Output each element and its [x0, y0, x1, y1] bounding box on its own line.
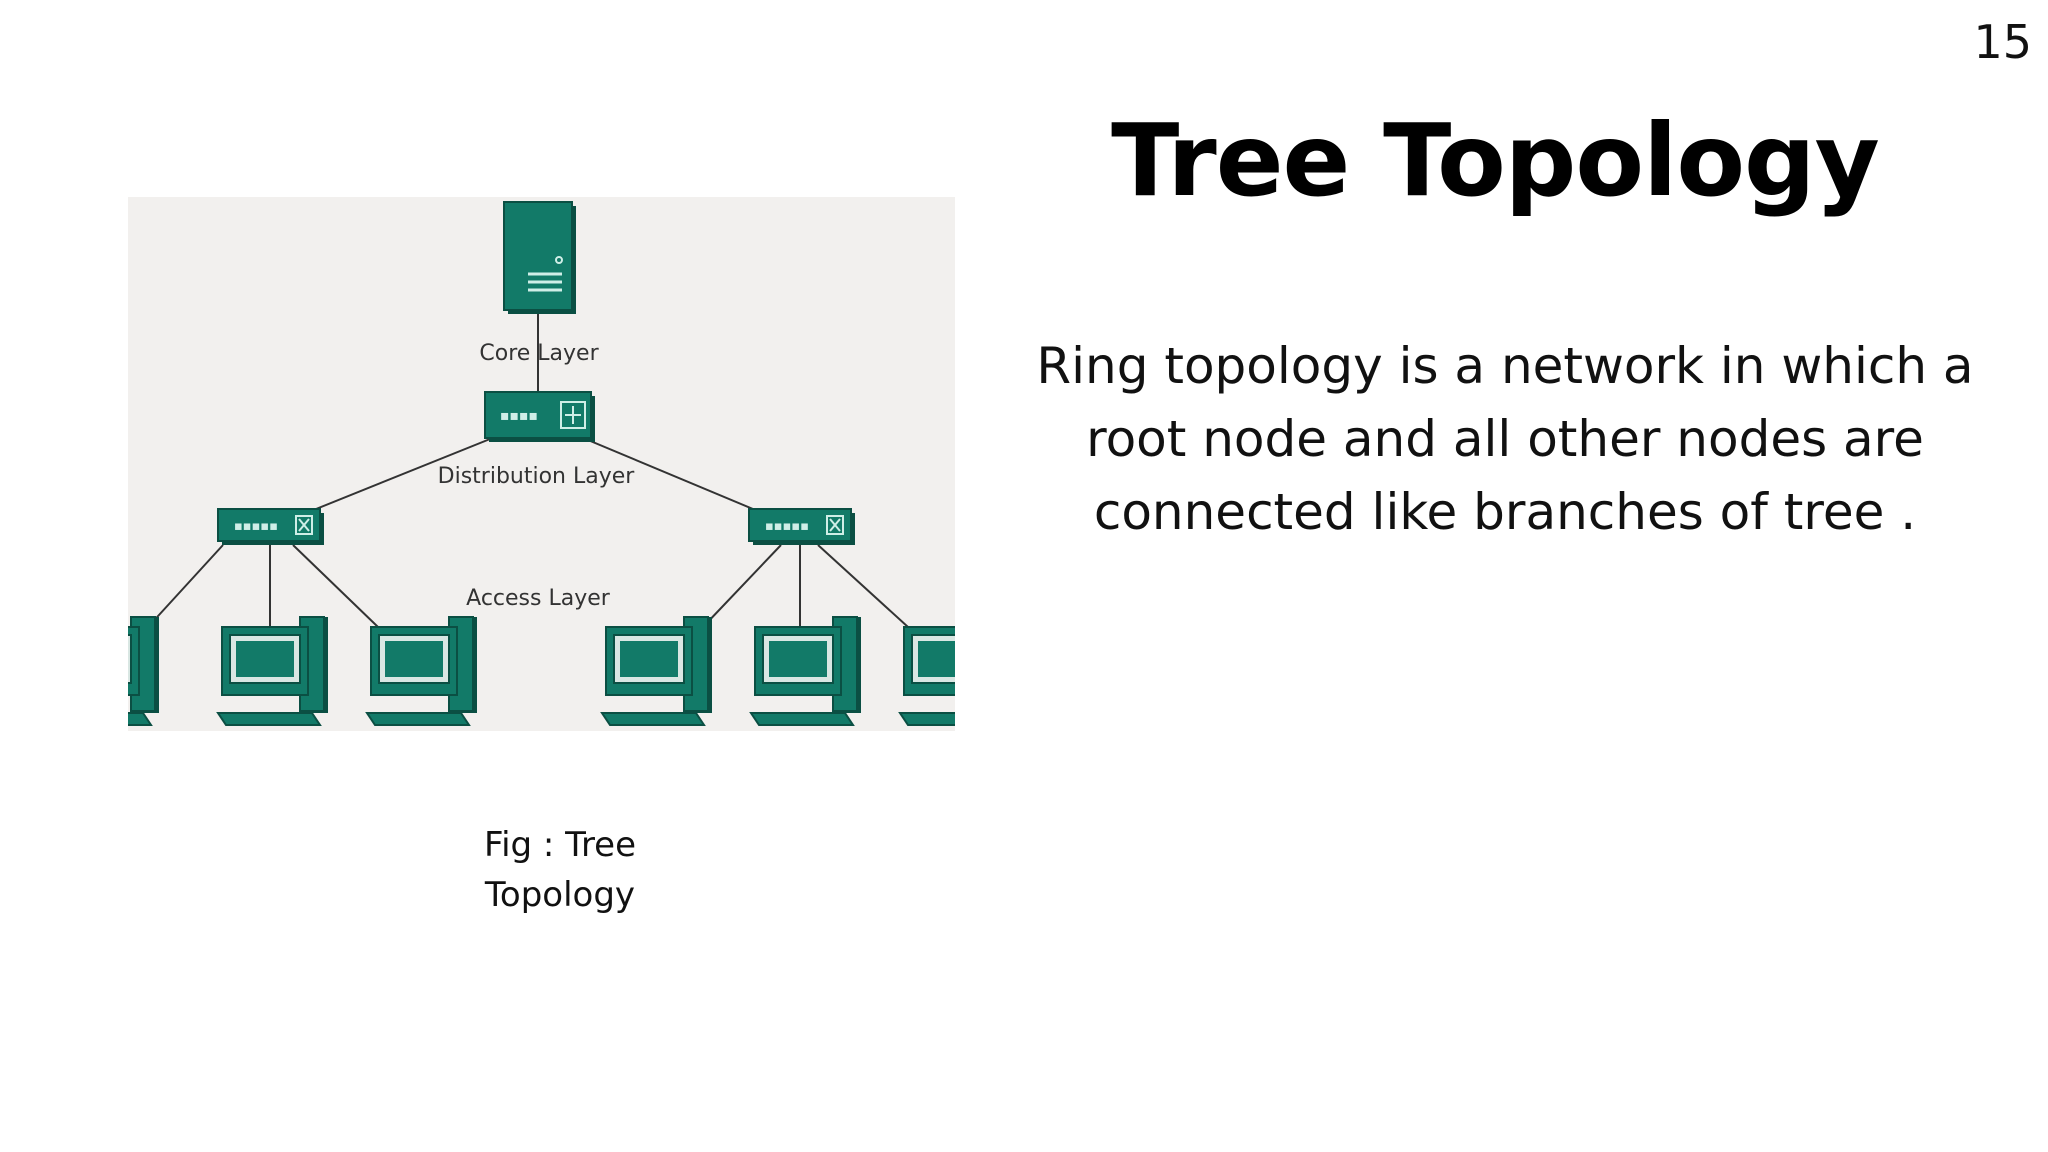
- figure-caption-line-2: Topology: [484, 875, 636, 915]
- workstation-icon: [898, 626, 955, 726]
- slide-body-text: Ring topology is a network in which a ro…: [1036, 337, 1974, 541]
- svg-text:▪▪▪▪▪: ▪▪▪▪▪: [765, 519, 809, 534]
- access-layer-label: Access Layer: [466, 586, 611, 611]
- svg-text:▪▪▪▪: ▪▪▪▪: [500, 408, 538, 424]
- link-left-switch-to-pc-1: [147, 544, 224, 628]
- link-lines: [147, 307, 909, 628]
- left-access-switch-icon: ▪▪▪▪▪: [217, 508, 324, 545]
- distribution-layer-label: Distribution Layer: [438, 464, 636, 489]
- link-distribution-to-left-access-switch: [315, 434, 501, 510]
- core-layer-label: Core Layer: [479, 341, 599, 366]
- link-right-switch-to-pc-4: [702, 544, 782, 628]
- workstation-icon: [600, 616, 712, 726]
- page-number: 15: [1973, 15, 2032, 69]
- slide-title: Tree Topology: [1111, 102, 1880, 219]
- workstations: [128, 616, 955, 726]
- right-access-switch-icon: ▪▪▪▪▪: [748, 508, 855, 545]
- workstation-icon: [128, 616, 159, 726]
- diagram-canvas: Core Layer ▪▪▪▪ Distribution Layer ▪▪▪▪▪…: [128, 201, 955, 726]
- workstation-icon: [365, 616, 477, 726]
- workstation-icon: [216, 616, 328, 726]
- svg-text:▪▪▪▪▪: ▪▪▪▪▪: [234, 519, 278, 534]
- figure-caption-line-1: Fig : Tree: [483, 825, 637, 865]
- link-distribution-to-right-access-switch: [575, 434, 754, 510]
- link-left-switch-to-pc-3: [292, 544, 379, 628]
- figure-caption: Fig : Tree Topology: [380, 820, 740, 920]
- link-right-switch-to-pc-6: [817, 544, 909, 628]
- workstation-icon: [749, 616, 861, 726]
- tree-topology-diagram: Core Layer ▪▪▪▪ Distribution Layer ▪▪▪▪▪…: [128, 197, 955, 731]
- distribution-switch-icon: ▪▪▪▪: [484, 391, 595, 442]
- core-server-icon: [503, 201, 576, 314]
